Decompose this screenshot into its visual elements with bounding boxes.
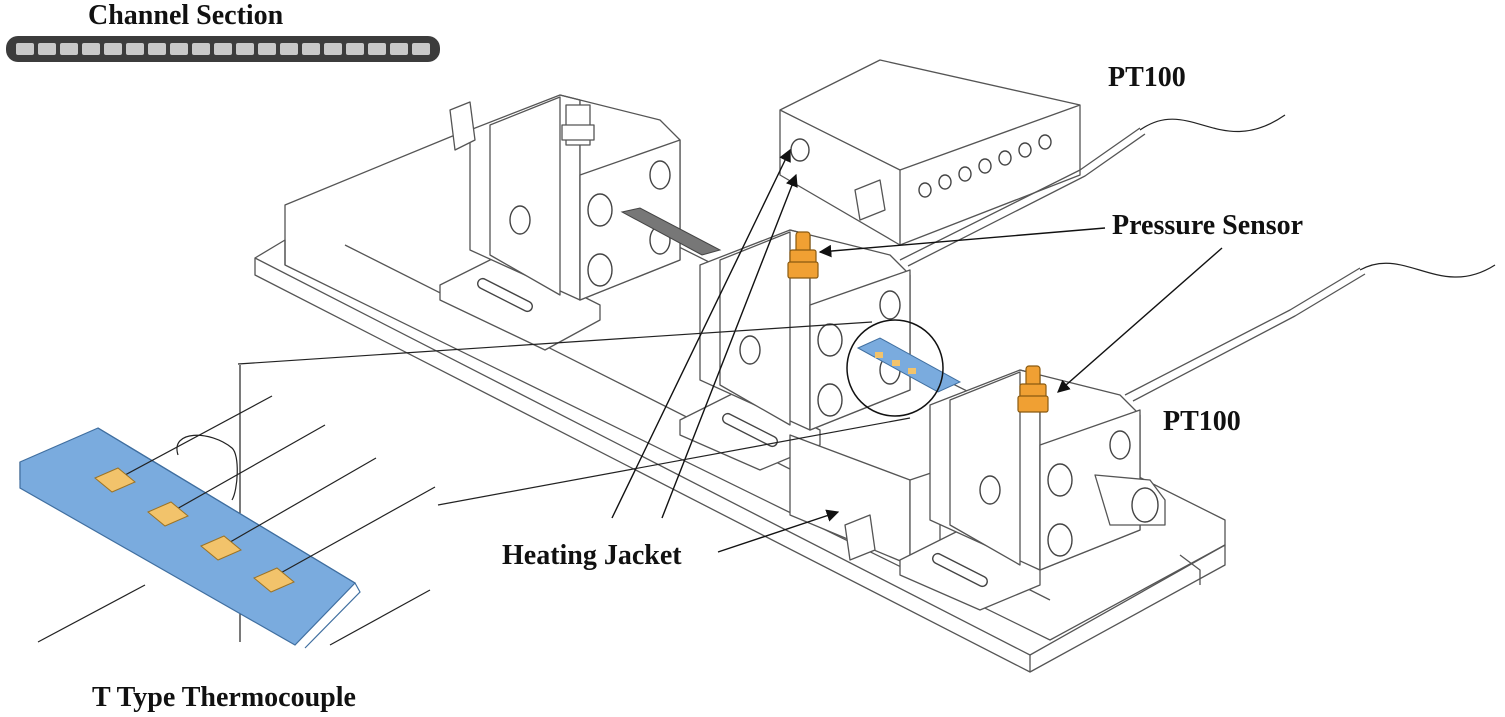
- channel-cell: [302, 43, 320, 55]
- thermocouple-wires: [124, 395, 436, 576]
- leader-pressure-1: [818, 227, 1106, 258]
- channel-strip-small: [856, 337, 962, 393]
- channel-strip-large: [19, 427, 356, 646]
- zoom-line-lower: [437, 417, 911, 506]
- zoom-line-upper: [237, 321, 873, 365]
- leader-jacket-2: [611, 148, 791, 519]
- pt100-probe-top: [899, 114, 1286, 267]
- label-pressure-sensor: Pressure Sensor: [1112, 210, 1303, 241]
- channel-cell: [148, 43, 166, 55]
- channel-cell: [258, 43, 276, 55]
- leader-jacket-1: [661, 173, 798, 519]
- channel-cell: [38, 43, 56, 55]
- channel-cell: [104, 43, 122, 55]
- channel-section-bar: [6, 36, 440, 62]
- label-heating-jacket: Heating Jacket: [502, 540, 682, 571]
- leader-pressure-2: [1057, 247, 1223, 393]
- channel-cell: [214, 43, 232, 55]
- channel-cell: [236, 43, 254, 55]
- channel-cell: [16, 43, 34, 55]
- thermocouple-inset: [19, 365, 436, 649]
- channel-cell: [346, 43, 364, 55]
- channel-cell: [412, 43, 430, 55]
- top-box: [779, 59, 1081, 246]
- label-channel-section: Channel Section: [88, 0, 284, 31]
- zoom-circle: [846, 319, 944, 417]
- channel-cell: [368, 43, 386, 55]
- channel-cell: [170, 43, 188, 55]
- channel-cell: [280, 43, 298, 55]
- pressure-fitting-1: [787, 231, 819, 279]
- right-block: [899, 369, 1166, 611]
- channel-cell: [126, 43, 144, 55]
- channel-cell: [324, 43, 342, 55]
- heating-strip: [620, 207, 722, 256]
- pt100-probe-bottom: [1124, 262, 1496, 402]
- channel-cell: [192, 43, 210, 55]
- leader-jacket-3: [717, 509, 840, 553]
- left-block: [439, 94, 681, 351]
- thermocouple-pads: [94, 467, 295, 593]
- label-pt100-top: PT100: [1108, 62, 1186, 93]
- channel-cell: [82, 43, 100, 55]
- channel-cell: [390, 43, 408, 55]
- top-box-holes: [918, 134, 1052, 198]
- label-thermocouple: T Type Thermocouple: [92, 682, 356, 713]
- label-pt100-bottom: PT100: [1163, 406, 1241, 437]
- channel-cell: [60, 43, 78, 55]
- pressure-fitting-2: [1017, 365, 1049, 413]
